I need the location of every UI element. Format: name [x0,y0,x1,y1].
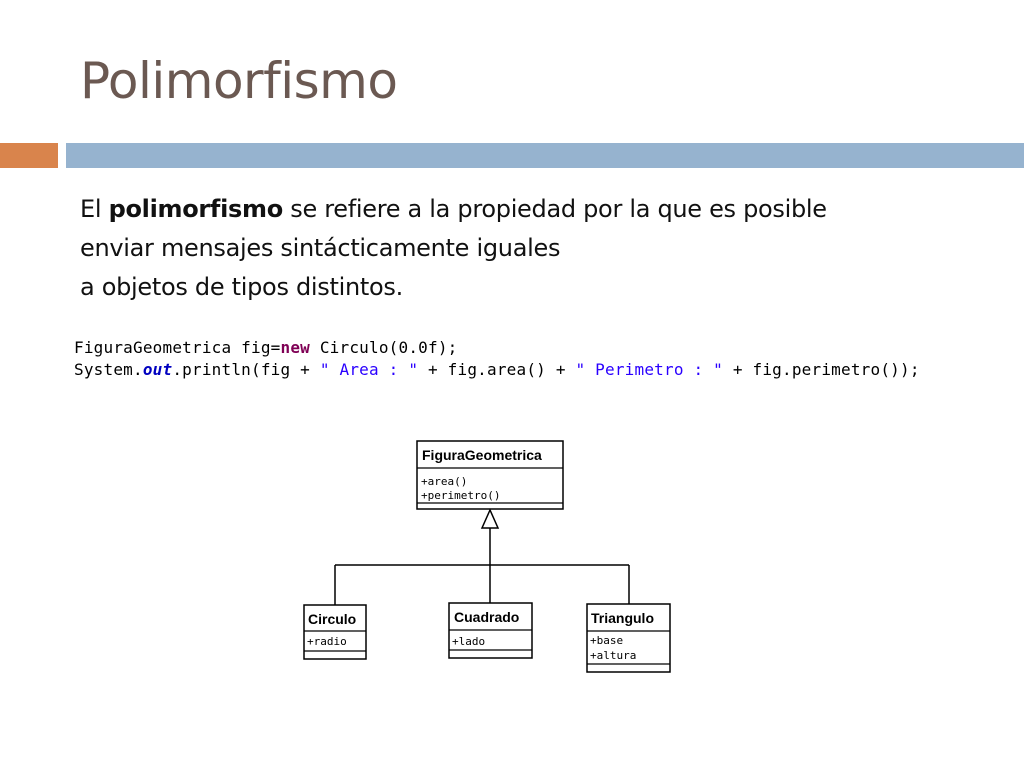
uml-class-name: Cuadrado [454,609,519,625]
code-keyword: new [280,338,311,357]
code-assign: = [270,338,281,357]
uml-class-cuadrado: Cuadrado +lado [448,602,533,659]
code-line-1: FiguraGeometrica fig=new Circulo(0.0f); [74,337,920,359]
uml-member: +radio [307,635,347,648]
code-part: .println(fig + [172,360,320,379]
code-part: System. [74,360,143,379]
paragraph-rest: se refiere a la propiedad por la que es … [290,195,827,223]
uml-inheritance-connector [334,508,630,605]
accent-bar-blue [66,143,1024,168]
code-rest: Circulo(0.0f); [310,338,458,357]
slide-title: Polimorfismo [80,52,398,110]
code-string: " Perimetro : " [575,360,723,379]
uml-member: +lado [452,635,485,648]
description-paragraph: El polimorfismo se refiere a la propieda… [80,190,970,307]
uml-class-name: Circulo [308,611,356,627]
uml-member: +perimetro() [421,489,500,502]
paragraph-line-2: enviar mensajes sintácticamente iguales [80,229,970,268]
uml-member: +area() [421,475,467,488]
code-part: + fig.area() + [418,360,576,379]
uml-class-name: FiguraGeometrica [422,447,542,463]
uml-class-name: Triangulo [591,610,654,626]
code-line-2: System.out.println(fig + " Area : " + fi… [74,359,920,381]
code-string: " Area : " [319,360,419,379]
accent-bar-orange [0,143,58,168]
paragraph-line-3: a objetos de tipos distintos. [80,273,403,301]
uml-class-figurageometrica: FiguraGeometrica +area() +perimetro() [416,440,564,510]
uml-member: +altura [590,649,636,662]
code-part: + fig.perimetro()); [723,360,920,379]
uml-member: +base [590,634,623,647]
paragraph-word: mensajes [160,234,274,262]
code-type: FiguraGeometrica [74,338,242,357]
code-field: out [142,360,173,379]
code-var: fig [241,338,271,357]
paragraph-word: enviar [80,234,154,262]
paragraph-word: iguales [476,234,561,262]
paragraph-prefix: El [80,195,102,223]
code-snippet: FiguraGeometrica fig=new Circulo(0.0f);S… [74,337,920,381]
paragraph-keyword: polimorfismo [108,195,284,223]
uml-class-circulo: Circulo +radio [303,604,367,660]
uml-class-triangulo: Triangulo +base +altura [586,603,671,673]
paragraph-word: sintácticamente [280,234,470,262]
paragraph-line-1: El polimorfismo se refiere a la propieda… [80,190,970,229]
